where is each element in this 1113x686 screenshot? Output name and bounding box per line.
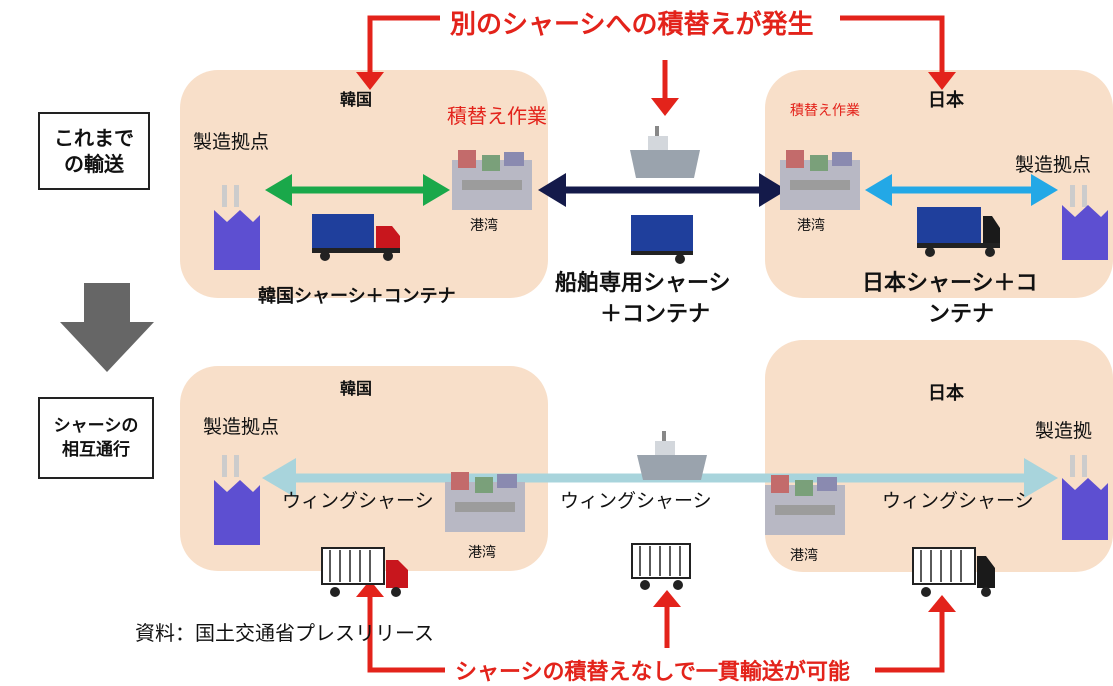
top-red-arrows (367, 15, 945, 100)
wing-truck-icon (321, 547, 408, 597)
port-icon (452, 150, 532, 210)
port-right-label-2: 港湾 (790, 548, 818, 564)
cyan-double-arrow (865, 174, 1058, 206)
top-banner: 別のシャーシへの積替えが発生 (450, 10, 814, 40)
wing-truck-icon (912, 547, 995, 597)
ship-icon (637, 431, 707, 480)
source-note: 資料：国土交通省プレスリリース (135, 621, 434, 645)
wing-chassis-left: ウィングシャーシ (282, 490, 434, 512)
korea-chassis-label: 韓国シャーシ＋コンテナ (258, 286, 456, 307)
wing-chassis-center: ウィングシャーシ (560, 490, 712, 512)
port-left-label-2: 港湾 (468, 545, 496, 561)
gray-down-arrow (60, 283, 154, 372)
container-trailer-icon (631, 215, 693, 264)
ship-icon (630, 126, 700, 178)
port-right-label: 港湾 (797, 218, 825, 234)
japan-chassis-label-1: 日本シャーシ＋コ (862, 271, 1038, 296)
japan-title-2: 日本 (928, 383, 964, 404)
factory-icon (1062, 185, 1108, 260)
japan-title: 日本 (928, 90, 964, 111)
japan-transfer-label: 積替え作業 (790, 103, 860, 119)
row1-label: これまでの輸送 (38, 112, 150, 190)
bottom-banner: シャーシの積替えなしで一貫輸送が可能 (455, 660, 850, 685)
korea-title: 韓国 (340, 90, 373, 109)
port-left-label: 港湾 (470, 218, 498, 234)
port-icon (445, 472, 525, 532)
truck-icon (312, 214, 400, 261)
bottom-red-arrows (367, 595, 945, 673)
truck-icon (917, 207, 1000, 257)
factory-icon (214, 185, 260, 270)
ship-chassis-label-1: 船舶専用シャーシ (555, 271, 731, 296)
wing-truck-icon (631, 543, 691, 590)
wing-chassis-right: ウィングシャーシ (882, 490, 1034, 512)
korea-transfer-label: 積替え作業 (447, 104, 547, 128)
korea-factory-label: 製造拠点 (193, 131, 270, 153)
green-double-arrow (265, 174, 450, 206)
korea-factory-label-2: 製造拠点 (203, 416, 280, 438)
port-icon (765, 475, 845, 535)
ship-chassis-label-2: ＋コンテナ (600, 302, 711, 327)
japan-chassis-label-2: ンテナ (928, 302, 995, 327)
korea-title-2: 韓国 (340, 379, 373, 398)
factory-icon (214, 455, 260, 545)
factory-icon (1062, 455, 1108, 540)
navy-double-arrow (538, 173, 787, 207)
japan-factory-label: 製造拠点 (1015, 154, 1092, 176)
japan-factory-label-2: 製造拠 (1035, 420, 1093, 442)
row2-label: シャーシの 相互通行 (38, 397, 154, 479)
port-icon (780, 150, 860, 210)
